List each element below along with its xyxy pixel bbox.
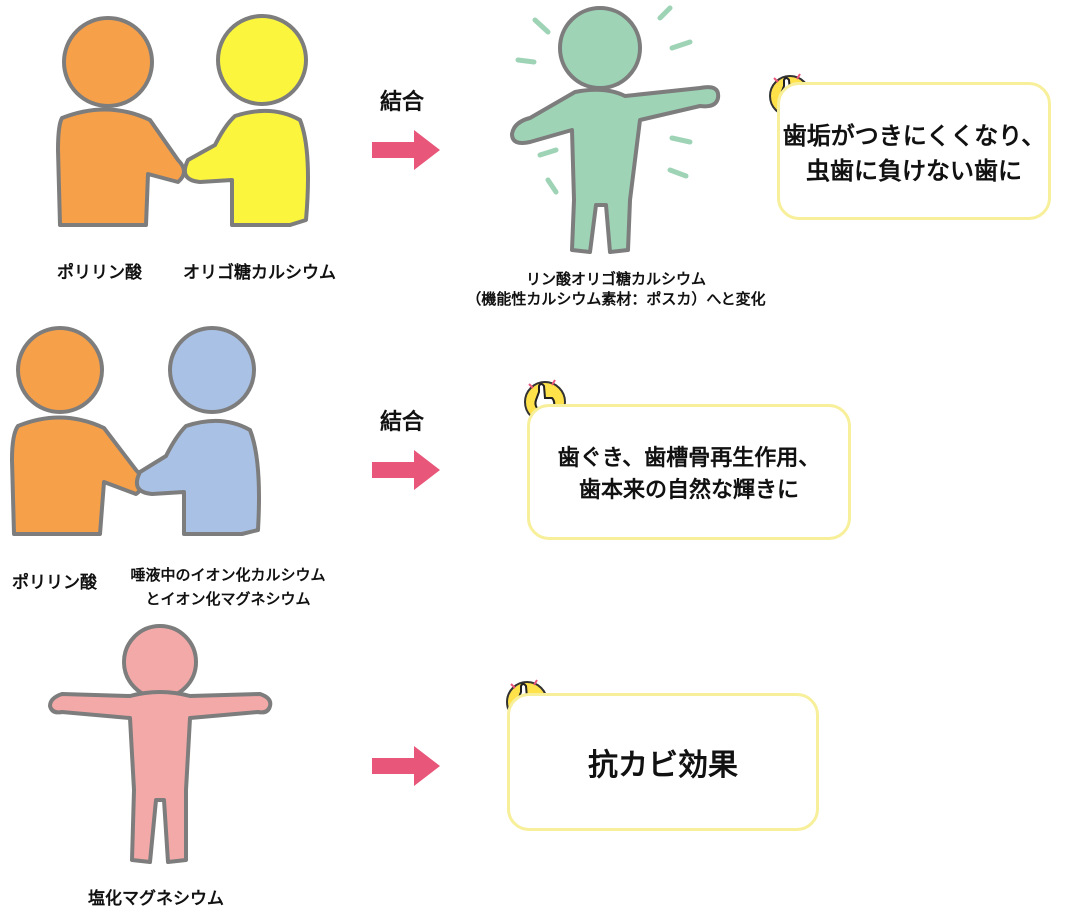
label-oligosaccharide-calcium: オリゴ糖カルシウム xyxy=(183,263,336,283)
effect-box-3: 抗カビ効果 xyxy=(507,693,819,831)
pink-person xyxy=(48,624,273,864)
label-magnesium-chloride: 塩化マグネシウム xyxy=(88,889,224,909)
effect-box-2: 歯ぐき、歯槽骨再生作用、 歯本来の自然な輝きに xyxy=(527,404,851,540)
join-label-2: 結合 xyxy=(380,410,425,435)
result-label-line2: （機能性カルシウム素材：ポスカ）へと変化 xyxy=(466,290,766,308)
effect-text-3: 抗カビ効果 xyxy=(588,748,738,783)
label-saliva-calcium-line1: 唾液中のイオン化カルシウム xyxy=(130,566,326,584)
orange-person-2 xyxy=(10,326,145,536)
yellow-person xyxy=(183,14,310,227)
arrow-1 xyxy=(372,130,440,170)
label-polyphosphate-2: ポリリン酸 xyxy=(12,573,97,593)
arrow-3 xyxy=(372,746,440,786)
arrow-2 xyxy=(372,450,440,490)
join-label-1: 結合 xyxy=(380,90,425,115)
effect-text-2: 歯ぐき、歯槽骨再生作用、 歯本来の自然な輝きに xyxy=(557,446,821,503)
orange-person xyxy=(56,16,186,227)
sparkle-lines xyxy=(515,5,693,195)
blue-person xyxy=(135,326,261,536)
green-person xyxy=(510,6,721,254)
label-polyphosphate-1: ポリリン酸 xyxy=(57,263,142,283)
effect-box-1: 歯垢がつきにくくなり、 虫歯に負けない歯に xyxy=(777,82,1051,220)
effect-text-1: 歯垢がつきにくくなり、 虫歯に負けない歯に xyxy=(782,122,1046,185)
label-saliva-calcium-line2: とイオン化マグネシウム xyxy=(145,590,311,608)
result-label-line1: リン酸オリゴ糖カルシウム xyxy=(525,270,707,288)
